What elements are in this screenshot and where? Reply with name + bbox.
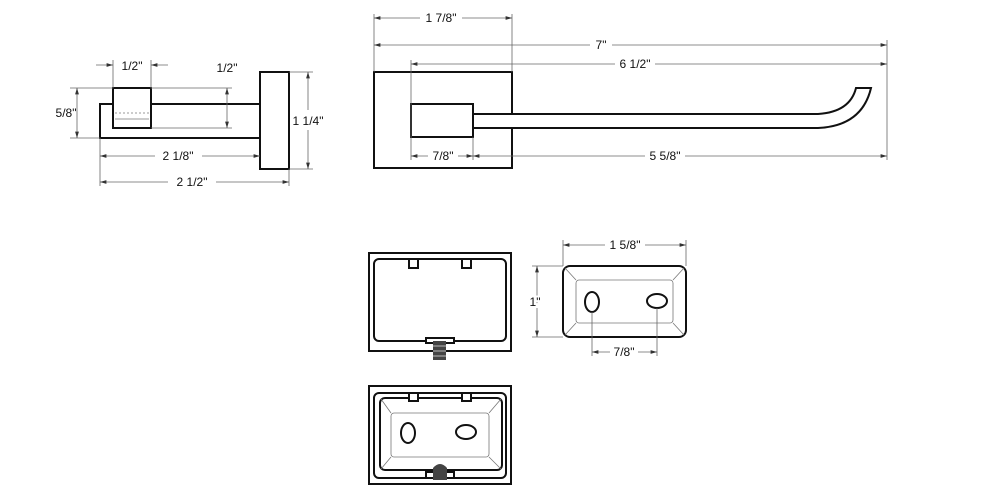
- dim-block-width-top: 7/8": [433, 149, 454, 163]
- dim-arm-length: 2 1/8": [163, 149, 194, 163]
- side-view: 1/2" 1/2" 5/8" 1 1/4" 2 1/8" 2 1/2": [56, 59, 324, 189]
- dim-arm-length-top: 5 5/8": [650, 149, 681, 163]
- dim-plate-height: 1": [530, 295, 541, 309]
- mounting-slot: [455, 424, 477, 440]
- mounting-slot: [584, 291, 600, 313]
- mounting-slot: [400, 422, 416, 444]
- block-side: [112, 87, 152, 129]
- arm-block: [410, 103, 474, 138]
- dim-plate-width: 1 7/8": [426, 11, 457, 25]
- dim-overall-length: 7": [596, 38, 607, 52]
- dim-arm-height: 5/8": [56, 106, 77, 120]
- dim-block-height: 1/2": [217, 61, 238, 75]
- dim-slot-spacing: 7/8": [614, 345, 635, 359]
- dim-plate-width: 1 5/8": [610, 238, 641, 252]
- dim-block-to-tip: 6 1/2": [620, 57, 651, 71]
- mounting-slot: [646, 293, 668, 309]
- top-view: 1 7/8" 7" 6 1/2" 7/8" 5 5/8": [373, 11, 888, 169]
- dim-plate-height: 1 1/4": [293, 114, 324, 128]
- cover-back-view: [368, 252, 512, 360]
- mounting-plate-view: 1 5/8" 1" 7/8": [528, 238, 687, 359]
- dim-overall-depth: 2 1/2": [177, 175, 208, 189]
- wall-plate-side: [259, 71, 290, 170]
- dim-block-width: 1/2": [122, 59, 143, 73]
- towel-arm: [472, 87, 873, 129]
- assembled-back-view: [368, 385, 512, 485]
- set-screw-icon: [433, 464, 447, 480]
